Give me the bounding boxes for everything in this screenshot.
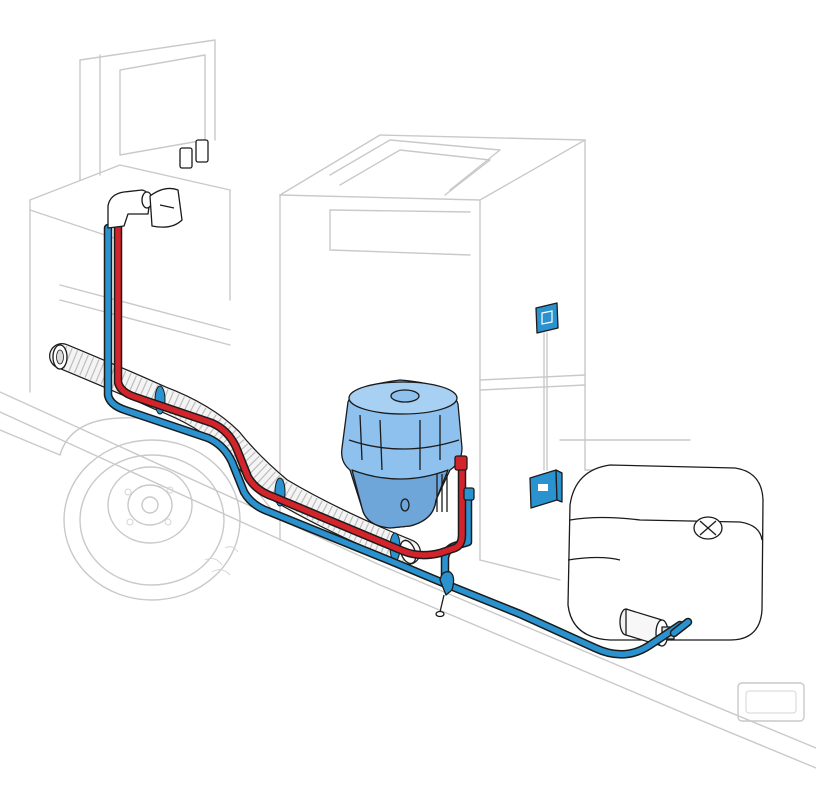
hot-water-line — [113, 220, 467, 560]
switch-box-icon — [529, 469, 563, 509]
tap-outlet-icon — [107, 139, 209, 229]
cabinet-outline — [279, 134, 691, 581]
fresh-water-tank-icon — [567, 464, 764, 641]
water-heater-icon — [341, 379, 463, 529]
wheel-icon — [63, 439, 241, 601]
drain-valve-icon — [435, 571, 455, 618]
service-hatch — [737, 682, 805, 722]
control-panel-icon — [535, 302, 559, 471]
heater-fittings — [436, 455, 475, 512]
tank-connector — [669, 617, 693, 638]
